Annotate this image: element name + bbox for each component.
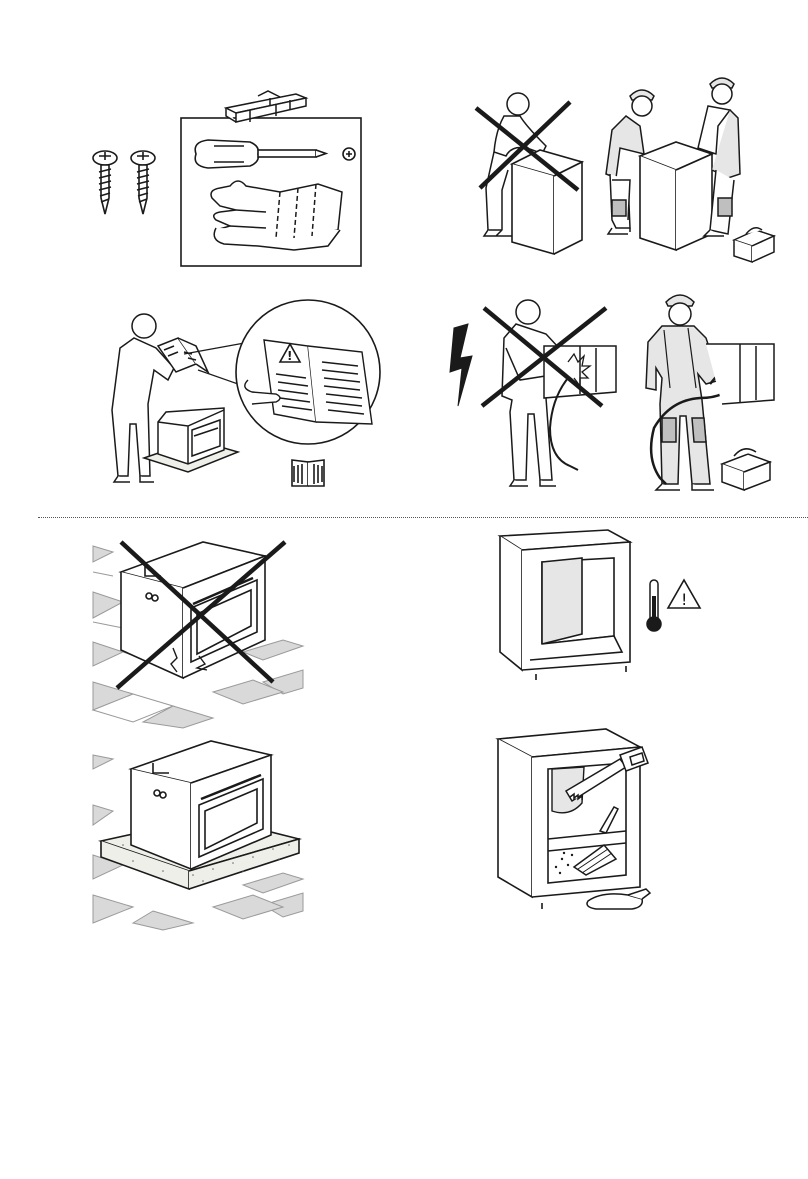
two-person-lift-panel bbox=[466, 70, 776, 270]
toolbox-icon bbox=[734, 228, 774, 262]
phillips-screwdriver-icon bbox=[195, 140, 355, 168]
lightning-bolt-icon bbox=[450, 324, 472, 406]
svg-text:!: ! bbox=[287, 349, 292, 363]
dustpan-icon bbox=[587, 889, 650, 909]
do-not-damage-panel bbox=[93, 532, 303, 728]
electrical-illustration bbox=[440, 288, 780, 498]
toolbox-icon bbox=[722, 449, 770, 490]
cabinet-cutting-illustration bbox=[492, 727, 652, 917]
cabinet-cutting-panel bbox=[492, 727, 652, 917]
place-on-padding-panel bbox=[93, 735, 303, 930]
cabinet-heat-panel: ! bbox=[496, 526, 706, 690]
tools-illustration bbox=[80, 80, 380, 280]
thermometer-icon bbox=[647, 580, 661, 631]
svg-text:!: ! bbox=[681, 590, 687, 609]
read-manual-illustration: ! bbox=[100, 300, 400, 500]
box bbox=[640, 142, 712, 250]
tools-required-panel bbox=[80, 80, 380, 280]
worker-icon bbox=[646, 295, 720, 490]
read-manual-panel: ! bbox=[100, 300, 400, 500]
damaged-oven-illustration bbox=[93, 532, 303, 728]
oven-on-padding-illustration bbox=[93, 735, 303, 930]
screw-icon bbox=[131, 151, 155, 214]
cabinet-heat-illustration: ! bbox=[496, 526, 706, 690]
two-person-lift-illustration bbox=[466, 70, 776, 270]
protective-gloves-icon bbox=[211, 181, 342, 250]
zoom-line bbox=[198, 370, 238, 384]
warning-triangle-icon: ! bbox=[668, 580, 700, 609]
cabinet bbox=[498, 729, 640, 909]
screw-icon bbox=[93, 151, 117, 214]
section-divider bbox=[38, 517, 808, 518]
manual-open bbox=[264, 340, 372, 424]
electrical-panel bbox=[440, 288, 780, 498]
open-book-icon bbox=[292, 460, 324, 486]
cabinet bbox=[500, 530, 630, 680]
oven-box bbox=[144, 408, 238, 472]
